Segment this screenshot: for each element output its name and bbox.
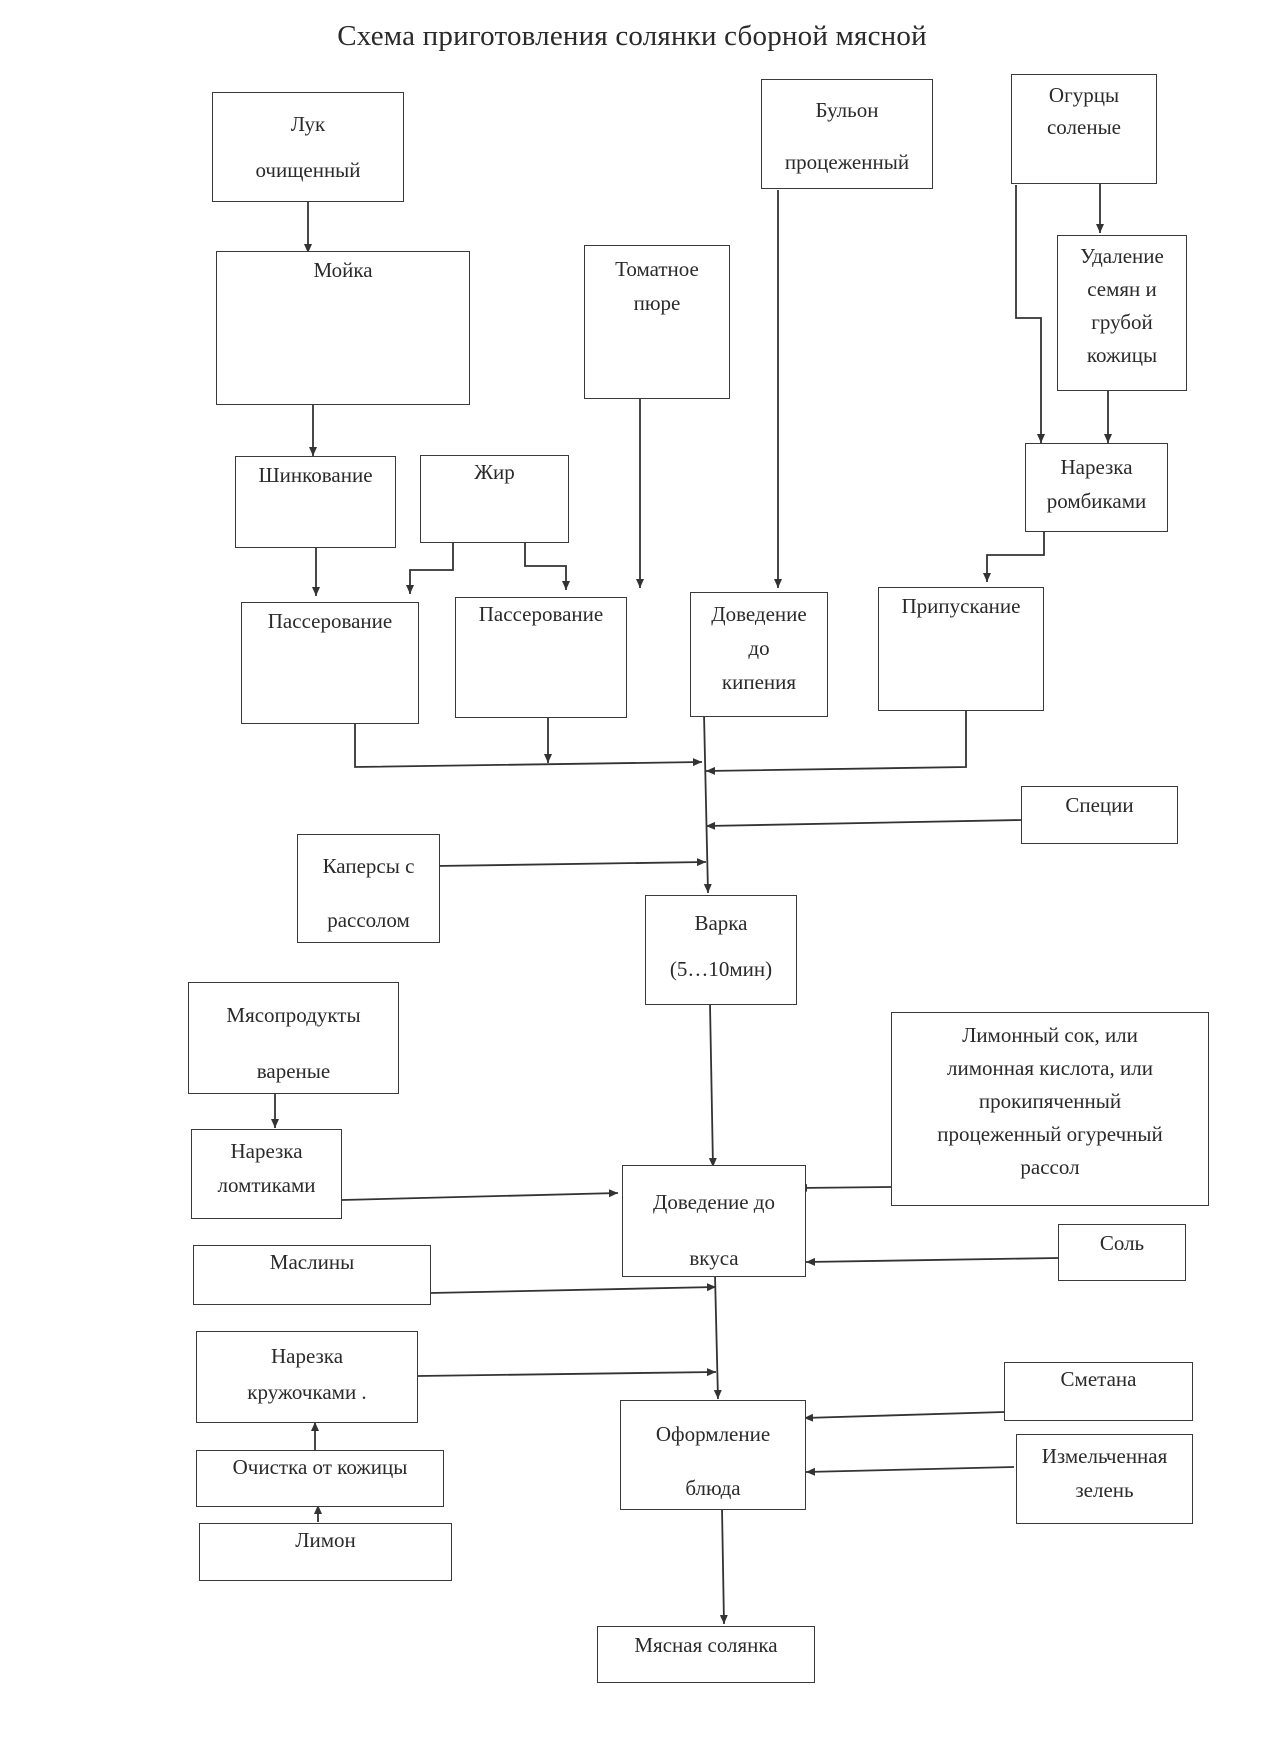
arrow-ogurcy-narezka: [1015, 185, 1045, 443]
arrow-kapersy: [435, 858, 707, 867]
arrow-maslini: [429, 1283, 717, 1294]
arrow-dovedenie-oformlenie: [713, 1274, 722, 1400]
node-sol: Соль: [1058, 1224, 1186, 1281]
node-varka: Варка (5…10мин): [645, 895, 797, 1005]
node-myaso: Мясопродукты вареные: [188, 982, 399, 1094]
arrow-pripuskanie-trunk: [705, 710, 967, 775]
arrow-zhir-passerovanie1: [406, 543, 454, 594]
arrow-sol: [805, 1257, 1059, 1266]
arrow-varka-dovedenie: [708, 1003, 717, 1168]
node-narezka-romb: Нарезка ромбиками: [1025, 443, 1168, 532]
node-narezka-lomt: Нарезка ломтиками: [191, 1129, 342, 1219]
node-narezka-kruzh: Нарезка кружочками .: [196, 1331, 418, 1423]
arrow-zhir-passerovanie2: [524, 543, 570, 590]
node-dovedenie-kipeniya: Доведение до кипения: [690, 592, 828, 717]
arrow-oformlenie-result: [719, 1507, 728, 1625]
node-dovedenie-vkusa: Доведение до вкуса: [622, 1165, 806, 1277]
arrow-kruzh: [417, 1368, 717, 1377]
arrow-passerovanie1-trunk: [354, 724, 703, 768]
node-passerovanie1: Пассерование: [241, 602, 419, 724]
node-tomat: Томатное пюре: [584, 245, 730, 399]
node-specii: Специи: [1021, 786, 1178, 844]
node-oformlenie: Оформление блюда: [620, 1400, 806, 1510]
node-udalenie: Удаление семян и грубой кожицы: [1057, 235, 1187, 391]
node-ogurcy: Огурцы соленые: [1011, 74, 1157, 184]
trunk-to-varka: [703, 713, 712, 894]
node-pripuskanie: Припускание: [878, 587, 1044, 711]
node-zhir: Жир: [420, 455, 569, 543]
node-smetana: Сметана: [1004, 1362, 1193, 1421]
node-shinkovanie: Шинкование: [235, 456, 396, 548]
arrow-narezka-pripuskanie: [983, 532, 1045, 582]
diagram-title: Схема приготовления солянки сборной мясн…: [337, 20, 927, 52]
arrow-zelen: [805, 1466, 1015, 1476]
node-kapersy: Каперсы с рассолом: [297, 834, 440, 943]
node-moika: Мойка: [216, 251, 470, 405]
node-zelen: Измельченная зелень: [1016, 1434, 1193, 1524]
arrow-specii: [705, 819, 1022, 830]
arrow-smetana: [803, 1411, 1005, 1422]
node-bulon: Бульон процеженный: [761, 79, 933, 189]
node-maslini: Маслины: [193, 1245, 431, 1305]
node-ochistka: Очистка от кожицы: [196, 1450, 444, 1507]
node-limon-sok: Лимонный сок, или лимонная кислота, или …: [891, 1012, 1209, 1206]
arrow-limon-sok: [797, 1183, 892, 1192]
node-result: Мясная солянка: [597, 1626, 815, 1683]
node-limon: Лимон: [199, 1523, 452, 1581]
node-luk: Лук очищенный: [212, 92, 404, 202]
arrow-narezka-dovedenie: [341, 1189, 619, 1201]
node-passerovanie2: Пассерование: [455, 597, 627, 718]
